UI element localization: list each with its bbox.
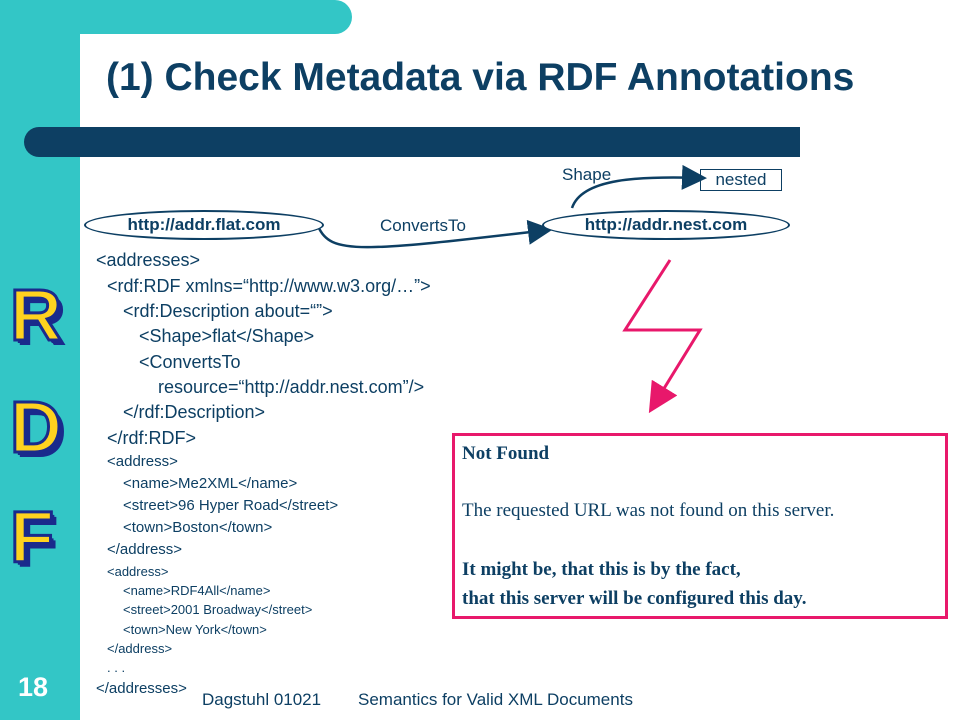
- code-line: </address>: [107, 541, 183, 558]
- side-letter-d: D: [9, 388, 64, 468]
- nested-value-box: nested: [700, 169, 782, 191]
- top-accent-bar: [0, 0, 352, 34]
- code-line: . . .: [107, 660, 126, 675]
- left-accent-strip: [0, 0, 80, 720]
- code-line: <rdf:Description about=“”>: [123, 301, 333, 321]
- code-line: <rdf:RDF xmlns=“http://www.w3.org/…”>: [107, 276, 431, 296]
- code-line: resource=“http://addr.nest.com”/>: [158, 377, 425, 397]
- node-flat: http://addr.flat.com: [84, 210, 324, 240]
- slide-title: (1) Check Metadata via RDF Annotations: [106, 56, 855, 99]
- code-line: </address>: [107, 641, 173, 656]
- code-line: <Shape>flat</Shape>: [139, 326, 315, 346]
- code-line: <town>New York</town>: [123, 622, 267, 637]
- footer-event: Dagstuhl 01021: [202, 690, 322, 709]
- code-line: <street>96 Hyper Road</street>: [123, 497, 339, 514]
- code-line: <street>2001 Broadway</street>: [123, 602, 313, 617]
- converts-to-arrow: [316, 219, 553, 249]
- code-line: <addresses>: [96, 250, 201, 270]
- code-line: <address>: [107, 453, 178, 470]
- node-nest: http://addr.nest.com: [542, 210, 790, 240]
- shape-arrow: [570, 164, 707, 209]
- code-line: <town>Boston</town>: [123, 519, 273, 536]
- code-line: <ConvertsTo: [139, 352, 241, 372]
- code-line: </rdf:RDF>: [107, 428, 197, 448]
- page-number: 18: [18, 672, 49, 702]
- code-line: <name>Me2XML</name>: [123, 475, 298, 492]
- code-line: <address>: [107, 564, 169, 579]
- edge-label-shape: Shape: [562, 165, 612, 184]
- side-letter-f: F: [9, 498, 56, 578]
- not-found-heading: Not Found: [462, 443, 550, 464]
- not-found-note-line1: It might be, that this is by the fact,: [462, 559, 741, 580]
- not-found-box: [452, 433, 948, 619]
- code-line: </addresses>: [96, 680, 187, 697]
- edge-label-converts-to: ConvertsTo: [380, 216, 466, 235]
- footer-topic: Semantics for Valid XML Documents: [358, 690, 633, 709]
- side-letter-r: R: [9, 276, 64, 356]
- title-underline-bar: [24, 127, 800, 157]
- not-found-note-line2: that this server will be configured this…: [462, 588, 807, 609]
- code-line: <name>RDF4All</name>: [123, 583, 271, 598]
- not-found-message: The requested URL was not found on this …: [462, 500, 835, 521]
- lightning-arrow: [622, 259, 703, 414]
- code-line: </rdf:Description>: [123, 402, 266, 422]
